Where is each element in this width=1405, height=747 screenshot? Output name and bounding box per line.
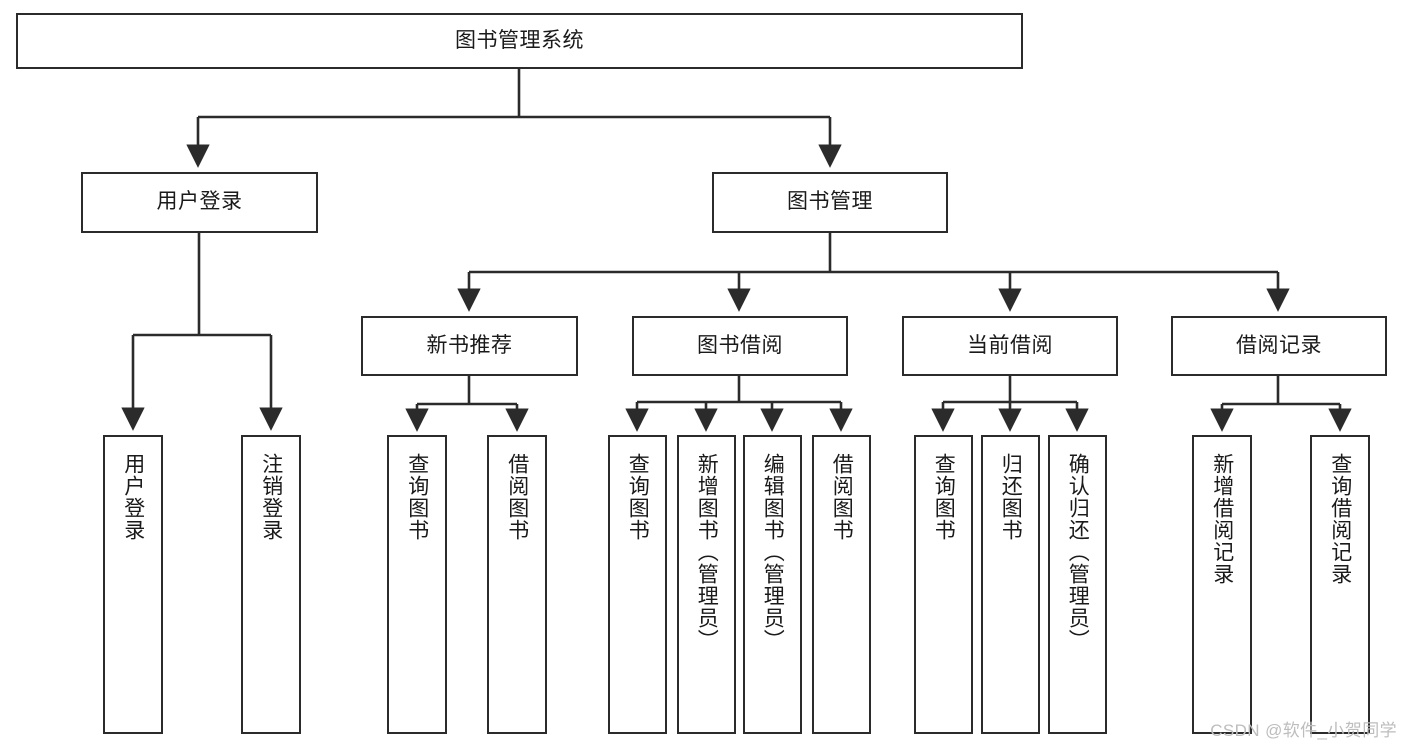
node-label: 借阅图书: [505, 453, 529, 541]
leaf-current-borrow-query[interactable]: 查询图书: [914, 435, 973, 734]
node-label: 借阅记录: [1236, 333, 1322, 357]
csdn-watermark: CSDN @软件_小贺同学: [1210, 721, 1397, 740]
node-label: 查询图书: [932, 453, 956, 541]
node-label: 用户登录: [156, 190, 243, 214]
node-current-borrow[interactable]: 当前借阅: [902, 316, 1118, 376]
node-label: 图书借阅: [697, 333, 783, 357]
leaf-current-borrow-confirm-return[interactable]: 确认归还（管理员）: [1048, 435, 1107, 734]
node-label: 归还图书: [999, 453, 1023, 541]
leaf-borrow-record-add[interactable]: 新增借阅记录: [1192, 435, 1252, 734]
node-root-library-system[interactable]: 图书管理系统: [16, 13, 1023, 69]
node-new-book-recommend[interactable]: 新书推荐: [361, 316, 578, 376]
node-label: 确认归还（管理员）: [1066, 453, 1090, 651]
leaf-book-borrow-add[interactable]: 新增图书（管理员）: [677, 435, 736, 734]
leaf-new-book-borrow[interactable]: 借阅图书: [487, 435, 547, 734]
node-label: 当前借阅: [967, 333, 1053, 357]
node-label: 图书管理系统: [455, 28, 584, 52]
leaf-current-borrow-return[interactable]: 归还图书: [981, 435, 1040, 734]
leaf-user-login-logout[interactable]: 注销登录: [241, 435, 301, 734]
node-label: 图书管理: [787, 190, 873, 214]
node-label: 查询借阅记录: [1328, 453, 1352, 585]
leaf-borrow-record-query[interactable]: 查询借阅记录: [1310, 435, 1370, 734]
leaf-book-borrow-query[interactable]: 查询图书: [608, 435, 667, 734]
node-label: 新书推荐: [426, 333, 513, 357]
leaf-user-login-login[interactable]: 用户登录: [103, 435, 163, 734]
node-label: 新增借阅记录: [1210, 453, 1234, 585]
leaf-book-borrow-edit[interactable]: 编辑图书（管理员）: [743, 435, 802, 734]
node-label: 借阅图书: [830, 453, 854, 541]
node-label: 编辑图书（管理员）: [761, 453, 785, 651]
node-user-login[interactable]: 用户登录: [81, 172, 318, 233]
node-label: 用户登录: [121, 453, 145, 541]
node-borrow-record[interactable]: 借阅记录: [1171, 316, 1387, 376]
node-book-borrow[interactable]: 图书借阅: [632, 316, 848, 376]
node-label: 注销登录: [259, 453, 283, 541]
node-label: 查询图书: [626, 453, 650, 541]
node-label: 新增图书（管理员）: [695, 453, 719, 651]
node-label: 查询图书: [405, 453, 429, 541]
node-book-management[interactable]: 图书管理: [712, 172, 948, 233]
leaf-book-borrow-borrow[interactable]: 借阅图书: [812, 435, 871, 734]
leaf-new-book-query[interactable]: 查询图书: [387, 435, 447, 734]
